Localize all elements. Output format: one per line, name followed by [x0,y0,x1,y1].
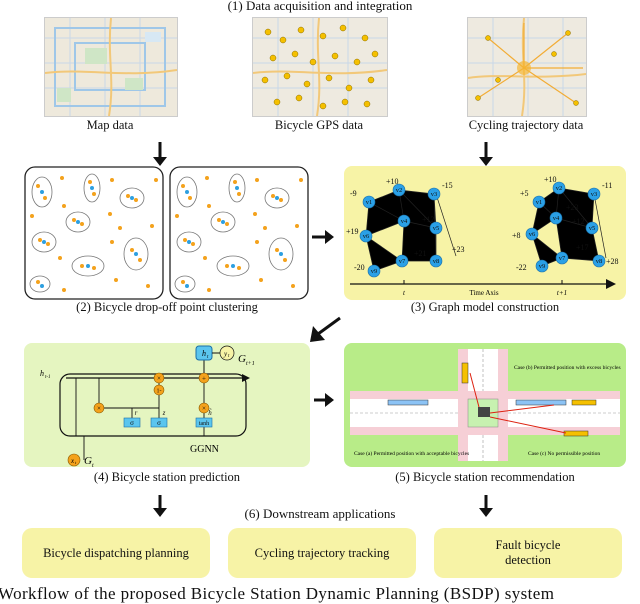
edge-weight: -22 [516,263,527,272]
sigma-gate-r: σ [130,419,134,427]
t-label: t [403,289,406,297]
tanh-gate: tanh [199,421,209,427]
x-t-node: x [70,457,75,465]
edge-weight: +10 [544,175,557,184]
case-a-text: Case (a) Permitted position with accepta… [354,450,469,457]
node-label: v8 [596,258,603,265]
edge-weight: +12 [422,215,435,224]
prediction-caption: (4) Bicycle station prediction [93,470,241,484]
node-label: v5 [433,225,440,232]
node-label: v1 [366,199,373,206]
recommendation-caption: (5) Bicycle station recommendation [395,470,575,484]
edge-weight: +8 [512,231,521,240]
node-label: v1 [536,199,543,206]
app-trajectory: Cycling trajectory tracking [228,528,416,578]
clustering-caption: (2) Bicycle drop-off point clustering [76,300,258,314]
gps-data-image [252,17,388,117]
node-label: v9 [539,263,546,270]
svg-text:t: t [228,354,230,359]
ggnn-label: GGNN [190,444,219,455]
time-axis-label: Time Axis [469,289,498,297]
r-t-label: r [135,409,138,417]
y-t-node: y [223,350,228,358]
case-c-text: Case (c) No permissible position [528,450,600,457]
node-label: v5 [589,225,596,232]
svg-text:t: t [75,460,77,465]
node-label: v2 [396,187,403,194]
edge-weight: +21 [414,249,427,258]
node-label: v7 [559,255,566,262]
node-label: v8 [433,258,440,265]
plus-symbol: + [202,375,206,383]
node-label: v3 [431,191,438,198]
z-t-label: z [162,409,166,417]
h-prev-label: h [40,369,44,378]
edge-weight: +5 [520,189,529,198]
g-next-label: G [238,353,246,365]
minus-symbol: 1- [157,389,162,395]
figure-caption: Workflow of the proposed Bicycle Station… [0,584,555,603]
node-label: v2 [556,185,563,192]
sigma-gate-z: σ [157,419,161,427]
prediction-panel [24,343,310,467]
h-tilde-label: h̃ [208,409,212,417]
node-label: v7 [399,258,406,265]
gps-data-caption: Bicycle GPS data [274,118,364,132]
section6-title: (6) Downstream applications [244,506,396,521]
edge-weight: +28 [606,257,619,266]
node-label: v3 [591,191,598,198]
case-b-text: Case (b) Permitted position with excess … [514,364,621,371]
h-t-node: h [202,349,206,358]
svg-text:t: t [207,355,209,360]
node-label: v9 [371,268,378,275]
node-label: v6 [529,231,536,238]
svg-text:t-1: t-1 [45,375,51,380]
node-label: v6 [363,233,370,240]
edge-weight: +23 [566,203,579,212]
edge-weight: -9 [350,189,357,198]
edge-weight: -15 [442,181,453,190]
intersection-map: Case (b) Permitted position with excess … [350,349,621,461]
trajectory-data-image [467,17,587,117]
edge-weight: +19 [346,227,359,236]
map-data-image [44,17,178,117]
ggnn-cell-diagram: × × 1- + × σ σ tanh r z h̃ h t y t G t+1… [40,345,255,469]
graph-caption: (3) Graph model construction [410,300,560,314]
app-dispatching: Bicycle dispatching planning [22,528,210,578]
edge-weight: -20 [354,263,365,272]
edge-weight: +23 [452,245,465,254]
times-symbol: × [97,405,101,413]
trajectory-data-caption: Cycling trajectory data [468,118,584,132]
svg-text:t+1: t+1 [246,361,255,367]
g-t-label: G [84,455,92,467]
clustering-panels [24,166,309,300]
t1-label: t+1 [557,289,567,297]
edge-weight: +12 [572,217,585,226]
edge-weight: +17 [576,243,589,252]
edge-weight: +10 [386,177,399,186]
node-label: v4 [553,215,560,222]
edge-weight: -11 [602,181,612,190]
map-data-caption: Map data [86,118,134,132]
times-symbol: × [202,405,206,413]
times-symbol: × [157,375,161,383]
graph-model: v1 v2 v3 v4 v5 v6 v7 v8 v9 v1 v2 v3 v4 v… [346,175,619,297]
node-label: v4 [401,218,408,225]
svg-text:t: t [92,463,94,469]
section1-title: (1) Data acquisition and integration [227,0,413,13]
